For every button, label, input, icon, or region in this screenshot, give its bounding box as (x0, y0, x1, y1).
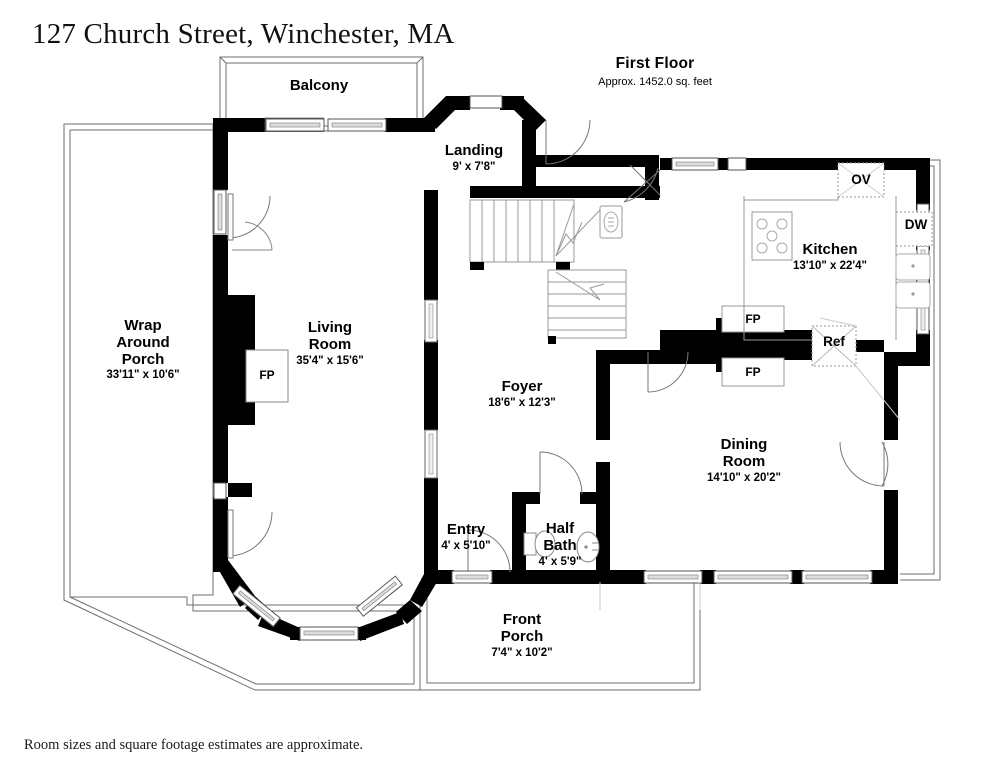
floor-area-note: Approx. 1452.0 sq. feet (598, 76, 712, 88)
footer-note: Room sizes and square footage estimates … (24, 737, 364, 753)
page-title: 127 Church Street, Winchester, MA (32, 18, 455, 50)
toilet-symbol (523, 530, 556, 558)
fireplace-dining (721, 305, 785, 387)
sink-kitchen (895, 253, 931, 309)
landing-fixture (599, 205, 623, 239)
sink-half-bath (576, 531, 600, 563)
fireplace-living-room (245, 349, 289, 403)
windows (213, 95, 930, 641)
floor-name: First Floor (615, 55, 695, 72)
refrigerator-symbol (811, 325, 857, 367)
plan-guides (599, 317, 901, 610)
cooktop-symbol (751, 211, 793, 261)
staircase (469, 199, 627, 344)
floor-heading: First Floor Approx. 1452.0 sq. feet (560, 55, 750, 88)
oven-symbol (837, 162, 885, 198)
front-porch-outline (419, 582, 701, 691)
exterior-walls (213, 96, 930, 641)
dishwasher-symbol (895, 211, 933, 247)
doors (227, 119, 889, 573)
